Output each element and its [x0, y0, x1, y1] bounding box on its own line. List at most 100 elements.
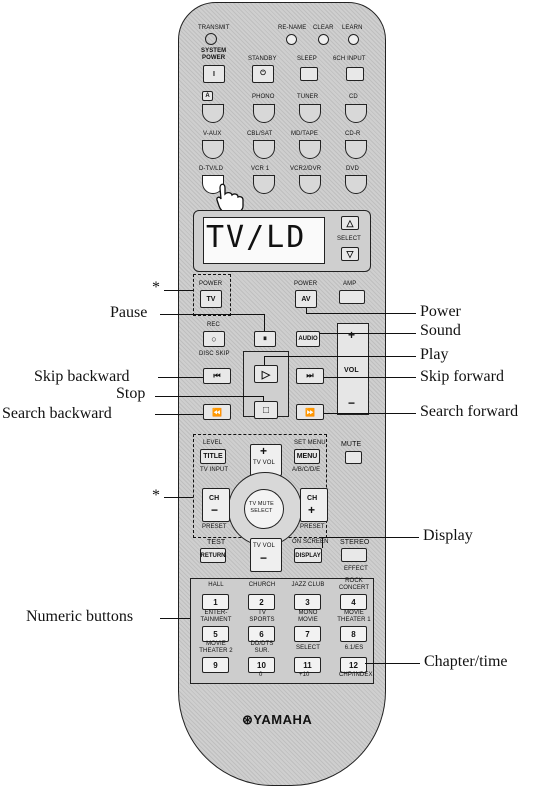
sleep-button[interactable]: [300, 67, 318, 81]
leader-pause: [160, 314, 264, 315]
numeric-key-4[interactable]: 4: [340, 594, 367, 610]
6ch-input-button[interactable]: [346, 67, 364, 81]
numeric-key-label: MONO MOVIE: [291, 610, 325, 624]
select-down-button[interactable]: ▽: [341, 247, 359, 261]
numeric-key-7[interactable]: 7: [294, 626, 321, 642]
stereo-button[interactable]: [341, 548, 367, 562]
tuner-label: TUNER: [297, 94, 318, 101]
numeric-key-5[interactable]: 5: [202, 626, 229, 642]
numeric-key-label: JAZZ CLUB: [291, 582, 325, 589]
ch-down-label: CH: [209, 495, 219, 502]
numeric-key-3[interactable]: 3: [294, 594, 321, 610]
learn-label: LEARN: [342, 25, 363, 32]
mute-button[interactable]: [345, 451, 362, 464]
leader-sound: [320, 333, 416, 334]
callout-skip-backward: Skip backward: [34, 368, 130, 386]
standby-button[interactable]: ⏻: [252, 65, 274, 83]
numeric-key-label: DD/DTS SUR.: [245, 641, 279, 655]
cd-label: CD: [349, 94, 358, 101]
disc-skip-label: DISC SKIP: [199, 351, 230, 358]
callout-stop: Stop: [116, 385, 145, 403]
search-forward-button[interactable]: ⏩: [296, 404, 324, 420]
dvd-label: DVD: [346, 166, 359, 173]
callout-sound: Sound: [420, 322, 461, 340]
numeric-key-label: TV SPORTS: [245, 610, 279, 624]
leader-search-forward: [324, 413, 416, 414]
plus10-label: +10: [299, 672, 309, 679]
level-label: LEVEL: [203, 440, 222, 447]
power-tv-button[interactable]: TV: [200, 290, 222, 308]
power-tv-label: POWER: [199, 281, 222, 288]
numeric-key-label: MOVIE THEATER 1: [337, 610, 371, 624]
chp-index-label: CHP/INDEX: [339, 672, 373, 679]
rename-button[interactable]: [286, 34, 297, 45]
callout-skip-forward: Skip forward: [420, 368, 504, 386]
audio-button[interactable]: AUDIO: [296, 331, 320, 347]
return-button[interactable]: RETURN: [200, 548, 226, 563]
title-button[interactable]: TITLE: [200, 449, 226, 464]
leader-numeric-buttons: [160, 618, 190, 619]
stereo-label: STEREO: [340, 539, 369, 546]
skip-forward-button[interactable]: ⏭: [296, 368, 324, 384]
callout-power: Power: [420, 303, 461, 321]
callout-play: Play: [420, 346, 448, 364]
vcr2dvr-label: VCR2/DVR: [290, 166, 321, 173]
numeric-key-12[interactable]: 12: [340, 657, 367, 673]
set-menu-label: SET MENU: [294, 440, 326, 447]
leader-pause-drop: [264, 314, 265, 331]
pause-button[interactable]: ⏸: [254, 331, 276, 347]
numeric-key-11[interactable]: 11: [294, 657, 321, 673]
callout-search-forward: Search forward: [420, 403, 518, 421]
numeric-key-8[interactable]: 8: [340, 626, 367, 642]
leader-asterisk-top: [164, 290, 194, 291]
search-backward-button[interactable]: ⏪: [203, 404, 231, 420]
yamaha-logo: ⊛YAMAHA: [242, 712, 312, 728]
numeric-key-9[interactable]: 9: [202, 657, 229, 673]
numeric-key-2[interactable]: 2: [248, 594, 275, 610]
amp-button[interactable]: [339, 290, 365, 304]
rec-button[interactable]: ○: [203, 331, 225, 347]
vol-up-button[interactable]: +: [348, 328, 355, 342]
zero-label: 0: [259, 672, 262, 679]
leader-display: [322, 537, 419, 538]
select-label: SELECT: [337, 236, 361, 243]
menu-button[interactable]: MENU: [294, 449, 320, 464]
tv-mute-select-label: TV MUTE SELECT: [249, 501, 274, 515]
leader-power: [306, 313, 416, 314]
leader-search-backward: [155, 414, 203, 415]
stop-button[interactable]: □: [254, 401, 278, 419]
leader-skip-forward: [324, 377, 416, 378]
clear-label: CLEAR: [313, 25, 334, 32]
display-button[interactable]: DISPLAY: [294, 548, 322, 563]
power-av-button[interactable]: AV: [295, 290, 317, 308]
test-label: TEST: [207, 539, 225, 546]
numeric-key-1[interactable]: 1: [202, 594, 229, 610]
leader-skip-backward: [158, 377, 203, 378]
ch-down-sign: −: [211, 503, 218, 517]
vol-down-button[interactable]: −: [348, 396, 355, 410]
callout-display: Display: [423, 527, 473, 545]
play-button[interactable]: ▷: [254, 365, 278, 383]
abcde-label: A/B/C/D/E: [292, 467, 320, 474]
system-power-button[interactable]: I: [203, 65, 225, 83]
leader-display-drop: [322, 537, 323, 548]
system-power-label: SYSTEM POWER: [201, 48, 226, 62]
transmit-indicator-icon: [205, 33, 217, 45]
mute-label: MUTE: [341, 441, 361, 448]
numeric-key-label: SELECT: [291, 645, 325, 652]
callout-asterisk-bottom: *: [152, 487, 160, 505]
numeric-key-10[interactable]: 10: [248, 657, 275, 673]
skip-backward-button[interactable]: ⏮: [203, 368, 231, 384]
ch-up-sign: +: [308, 503, 315, 517]
cdr-label: CD-R: [345, 131, 360, 138]
lcd-text: TV/LD: [206, 220, 306, 255]
select-up-button[interactable]: △: [341, 216, 359, 230]
vcr1-label: VCR 1: [251, 166, 269, 173]
6ch-input-label: 6CH INPUT: [333, 56, 366, 63]
clear-button[interactable]: [318, 34, 329, 45]
standby-label: STANDBY: [248, 56, 277, 63]
numeric-key-6[interactable]: 6: [248, 626, 275, 642]
leader-asterisk-bottom: [164, 497, 193, 498]
numeric-key-label: ROCK CONCERT: [337, 578, 371, 592]
learn-button[interactable]: [348, 34, 359, 45]
